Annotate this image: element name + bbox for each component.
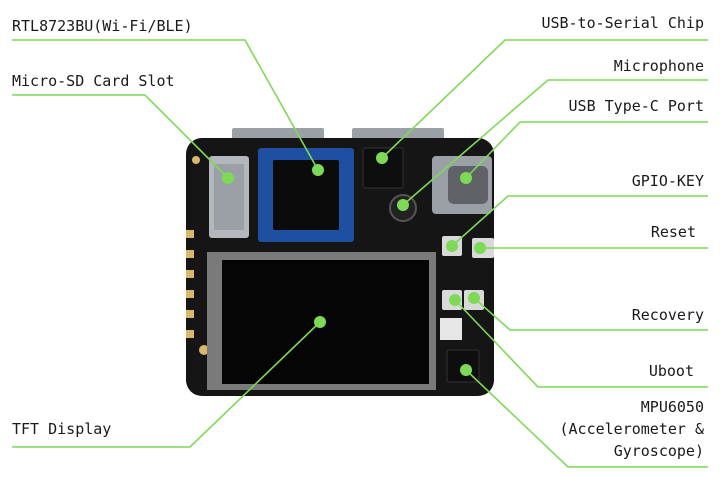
marker-reset: [474, 242, 486, 254]
label-microphone: Microphone: [613, 57, 704, 75]
board-logo: [440, 318, 462, 340]
leader-microphone: [402, 79, 708, 206]
label-uboot: Uboot: [648, 362, 694, 380]
label-recovery: Recovery: [631, 306, 704, 324]
label-usb-serial: USB-to-Serial Chip: [541, 14, 704, 32]
marker-rtl8723bu: [312, 164, 324, 176]
leader-rtl8723bu: [12, 39, 319, 171]
mount-hole: [199, 345, 209, 355]
label-micro-sd: Micro-SD Card Slot: [12, 72, 175, 90]
leader-uboot: [454, 299, 708, 388]
leader-micro-sd: [12, 94, 229, 179]
marker-gpio-key: [446, 240, 458, 252]
marker-microphone: [397, 199, 409, 211]
label-mpu6050-line2: (Accelerometer &: [559, 420, 705, 438]
leader-mpu6050: [465, 369, 708, 468]
marker-tft-display: [314, 316, 326, 328]
label-reset: Reset: [650, 223, 696, 241]
label-gpio-key: GPIO-KEY: [631, 172, 704, 190]
label-tft-display: TFT Display: [12, 420, 112, 438]
marker-usb-serial: [376, 152, 388, 164]
leader-usb-serial: [381, 39, 708, 159]
label-usb-typec: USB Type-C Port: [568, 97, 704, 115]
marker-recovery: [468, 292, 480, 304]
marker-uboot: [449, 294, 461, 306]
edge-pads: [186, 230, 194, 338]
leader-recovery: [473, 297, 708, 331]
leader-gpio-key: [451, 195, 708, 247]
label-mpu6050-line1: MPU6050: [640, 398, 704, 416]
wifi-chip: [273, 160, 339, 230]
usb-serial-chip: [362, 147, 404, 189]
leader-usb-typec: [465, 121, 708, 179]
marker-mpu6050: [460, 364, 472, 376]
leader-tft-display: [12, 321, 321, 448]
marker-micro-sd: [222, 172, 234, 184]
label-mpu6050-line3: Gyroscope): [613, 442, 704, 460]
marker-usb-typec: [460, 172, 472, 184]
mount-hole: [192, 156, 200, 164]
label-rtl8723bu: RTL8723BU(Wi-Fi/BLE): [12, 17, 193, 35]
